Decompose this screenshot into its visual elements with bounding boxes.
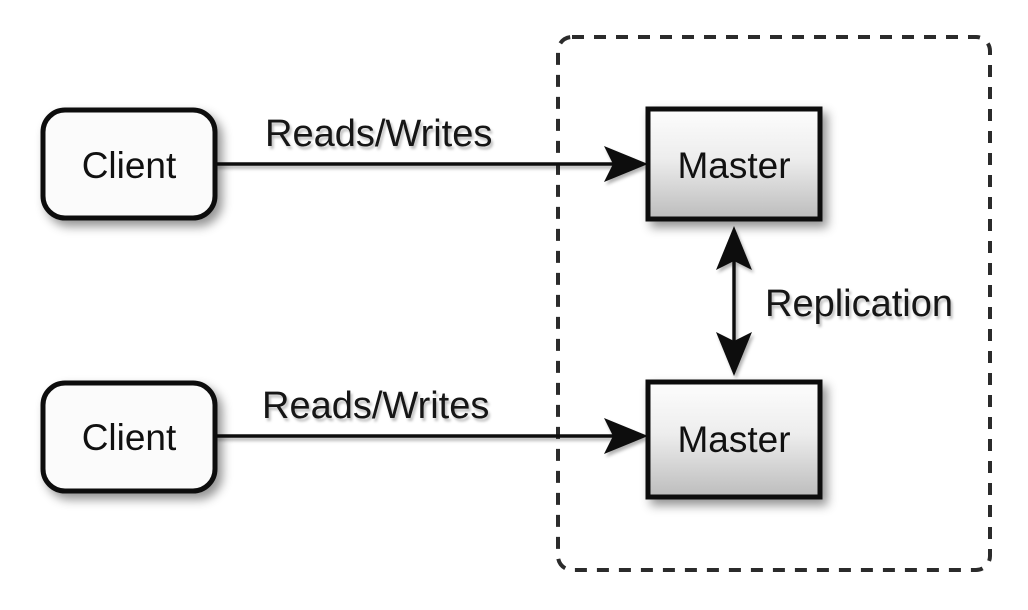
cluster-dashed-border	[556, 35, 992, 572]
node-client-top[interactable]: Client	[40, 107, 218, 221]
master-box[interactable]	[645, 379, 823, 500]
client-label: Client	[82, 417, 177, 458]
replication-cluster-boundary	[556, 35, 992, 572]
client-box[interactable]	[40, 380, 218, 494]
node-master-top[interactable]: Master	[645, 106, 823, 222]
node-client-bottom[interactable]: Client	[40, 380, 218, 494]
edge-master-replication	[716, 226, 752, 376]
arrowhead-up-icon	[716, 226, 752, 270]
arrowhead-down-icon	[716, 332, 752, 376]
arrowhead-icon	[604, 146, 648, 182]
client-box[interactable]	[40, 107, 218, 221]
edge-label-reads-writes-top: Reads/Writes	[265, 113, 492, 155]
arrowhead-icon	[604, 418, 648, 454]
master-label: Master	[677, 145, 790, 186]
edge-client-bottom-to-master-bottom	[215, 418, 648, 454]
edge-client-top-to-master-top	[215, 146, 648, 182]
edge-label-reads-writes-bottom: Reads/Writes	[262, 385, 489, 427]
edge-label-replication: Replication	[765, 283, 953, 325]
client-label: Client	[82, 145, 177, 186]
master-box[interactable]	[645, 106, 823, 222]
node-master-bottom[interactable]: Master	[645, 379, 823, 500]
master-label: Master	[677, 419, 790, 460]
